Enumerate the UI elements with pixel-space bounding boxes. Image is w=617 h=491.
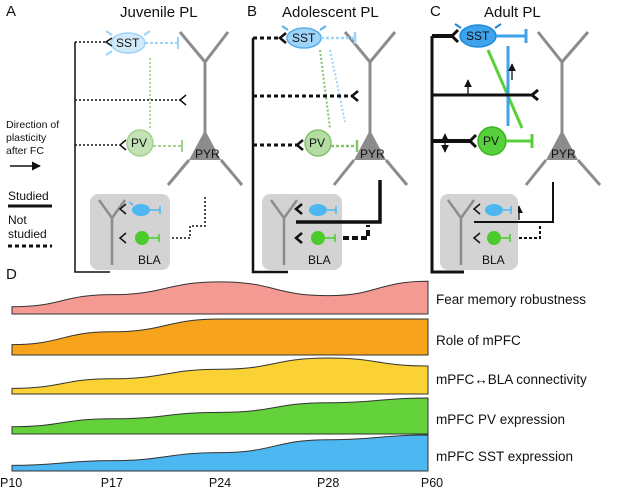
panel-c-output-pyr [474, 182, 554, 223]
panel-b-title: Adolescent PL [282, 4, 379, 21]
panel-c-pv-neuron: PV [477, 126, 534, 156]
panel-b-output-pyr [296, 180, 382, 224]
panel-c-bla-label: BLA [482, 253, 505, 267]
panel-b-sst-label: SST [292, 31, 316, 45]
panel-a-pyr-label: PYR [195, 147, 220, 161]
panel-a-bla-label: BLA [138, 253, 161, 267]
panel-b-bla-trunk [251, 38, 288, 274]
panel-c-sst-label: SST [466, 29, 490, 43]
panel-b-bla-label: BLA [308, 253, 331, 267]
age-label-p10: P10 [0, 476, 22, 490]
panel-c-output-pv [519, 224, 541, 239]
panel-b-pv-sst-link [329, 49, 346, 123]
age-label-p28: P28 [317, 476, 339, 490]
track-band-4 [11, 434, 429, 472]
side-label-line1: Direction of [6, 119, 59, 131]
age-label-p60: P60 [421, 476, 443, 490]
legend-not-studied-label-2: studied [8, 227, 47, 241]
panel-a-output [172, 195, 206, 239]
panel-a-sst-label: SST [116, 36, 140, 50]
panel-a-pv-neuron: PV [126, 129, 183, 157]
panel-b-output-pv [343, 225, 370, 240]
panel-b-bla-box: BLA [262, 194, 342, 270]
panel-a-pyr-neuron: PYR [166, 31, 244, 186]
track-label-0: Fear memory robustness [436, 292, 586, 307]
panel-a-bla-box: BLA [90, 194, 170, 270]
panel-c-pyr-label: PYR [551, 147, 576, 161]
panel-c-bla-box: BLA [440, 194, 518, 270]
legend-not-studied-label-1: Not [8, 213, 27, 227]
panel-c-title: Adult PL [484, 4, 541, 21]
panel-a-sst-neuron: SST [105, 30, 179, 56]
track-label-2: mPFC↔BLA connectivity [436, 372, 587, 387]
panel-b-pyr-neuron: PYR [332, 31, 409, 186]
panel-a-title: Juvenile PL [120, 4, 198, 21]
panel-a-letter: A [6, 3, 16, 20]
panel-c-sst-neuron: SST [454, 23, 528, 48]
track-band-2 [11, 357, 429, 395]
side-label-line3: after FC [6, 145, 44, 157]
panel-a-bla-trunk [74, 42, 110, 273]
age-label-p24: P24 [209, 476, 231, 490]
panel-b-pv-neuron: PV [304, 129, 359, 157]
panel-c-pv-label: PV [483, 134, 499, 148]
panel-c-letter: C [430, 3, 441, 20]
panel-b-letter: B [247, 3, 257, 20]
panel-b-sst-neuron: SST [281, 25, 357, 49]
panel-a-pv-label: PV [131, 136, 147, 150]
legend-studied-label: Studied [8, 189, 49, 203]
panel-c: C Adult PL PYR SST PV [430, 3, 602, 274]
age-label-p17: P17 [101, 476, 123, 490]
panel-b-pv-label: PV [309, 136, 325, 150]
track-band-3 [11, 397, 429, 435]
panel-c-pyr-neuron: PYR [524, 31, 602, 186]
panel-c-bla-trunk [430, 36, 464, 274]
track-label-3: mPFC PV expression [436, 412, 565, 427]
track-label-4: mPFC SST expression [436, 449, 573, 464]
side-label-line2: plasticity [6, 132, 47, 144]
track-band-1 [11, 318, 429, 356]
panel-c-sst-pv-link [486, 49, 524, 129]
panel-b-pyr-label: PYR [360, 147, 385, 161]
panel-a: A Juvenile PL PYR SST PV [6, 3, 244, 273]
track-band-0 [11, 280, 429, 315]
panel-b: B Adolescent PL PYR SST PV [247, 3, 409, 274]
track-label-1: Role of mPFC [436, 333, 521, 348]
panel-d-age-axis: P10 P17 P24 P28 P60 [0, 476, 443, 490]
panel-d-letter: D [6, 266, 17, 283]
panel-b-sst-pv-link [319, 49, 331, 129]
